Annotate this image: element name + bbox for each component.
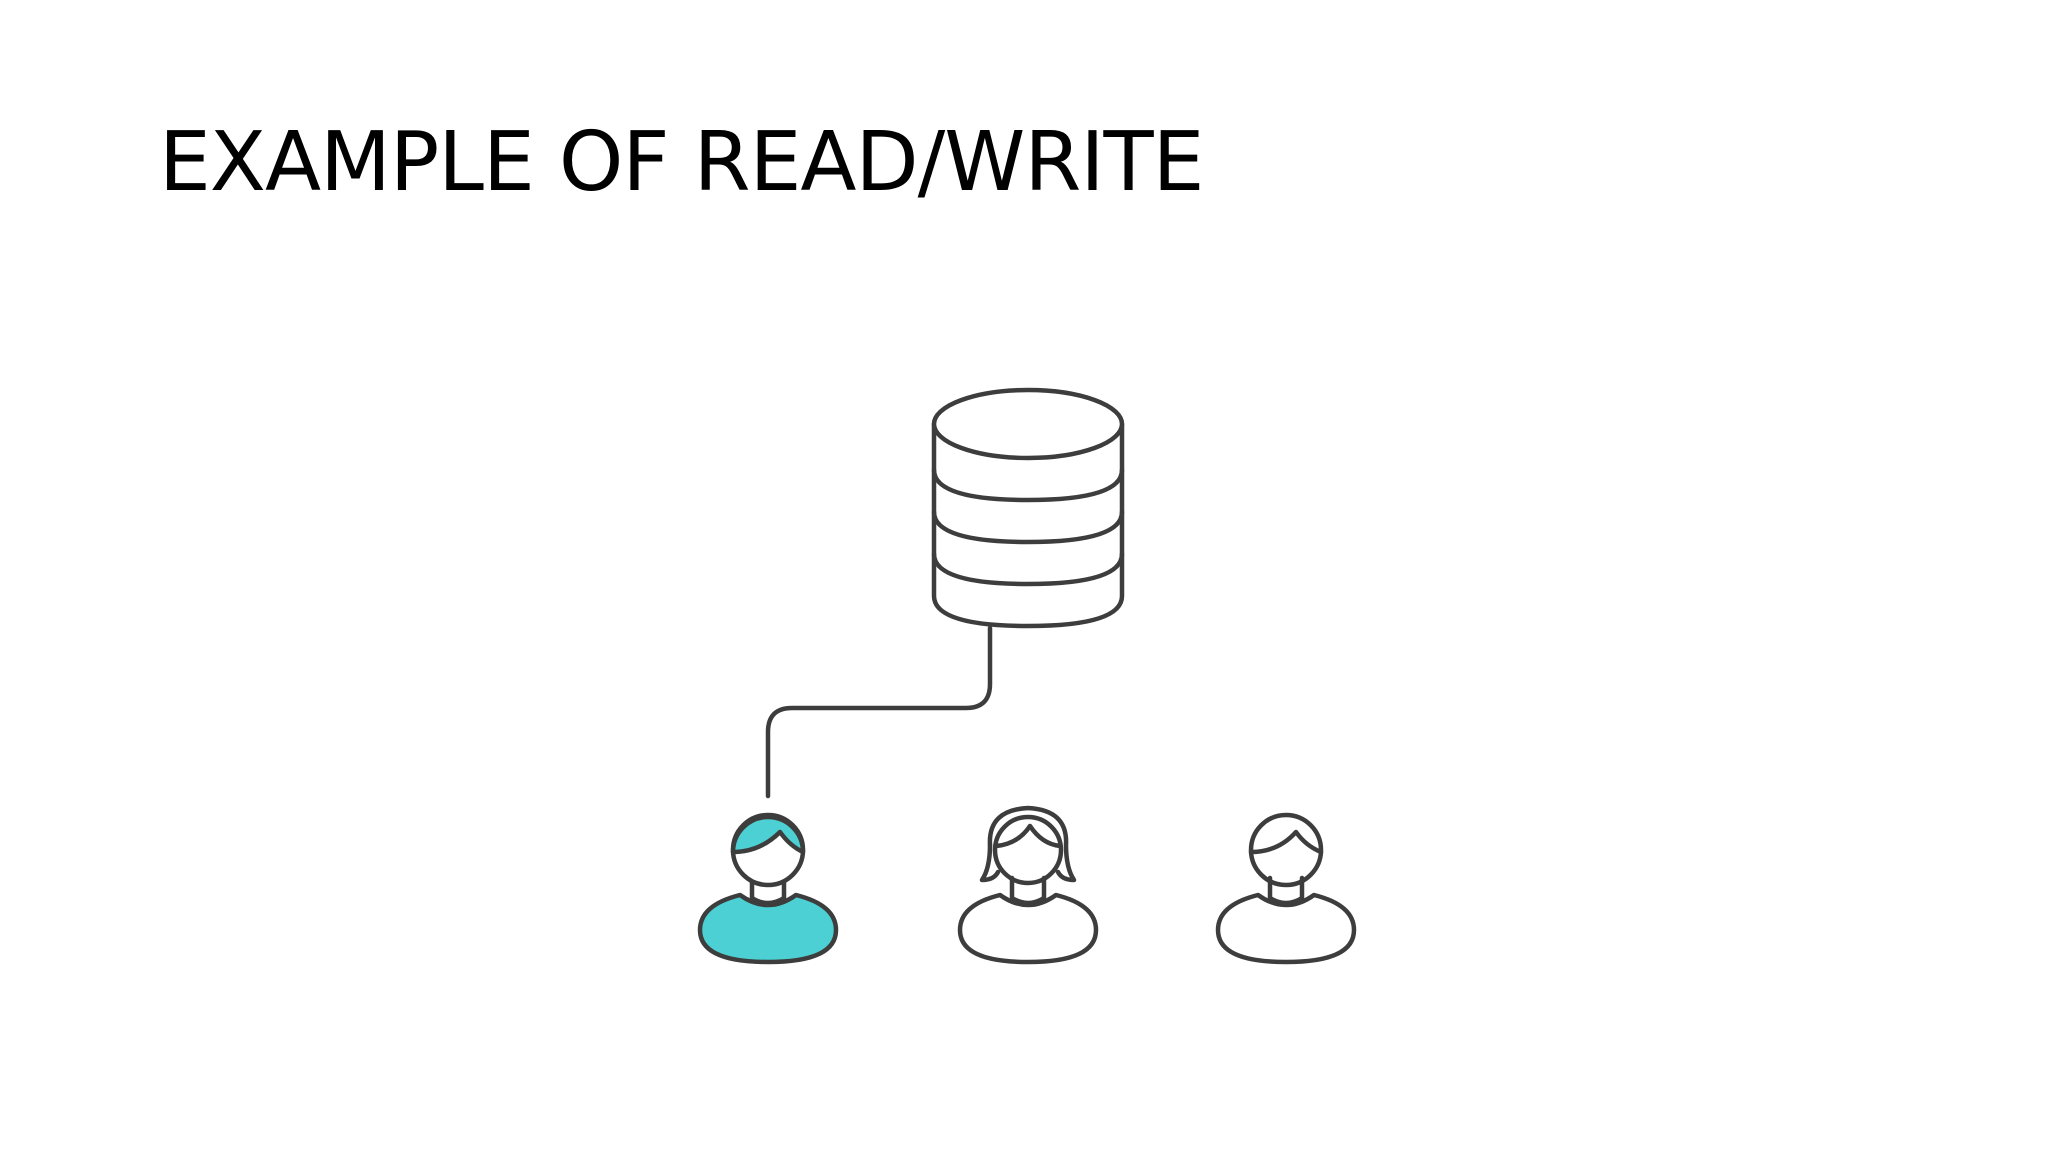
user-icon-highlighted [697, 812, 839, 965]
user-1-body [697, 892, 839, 965]
database-band-2 [931, 509, 1125, 545]
user-3-neck [1267, 875, 1305, 906]
user-1-hair [730, 814, 806, 855]
database-band-1 [931, 467, 1125, 503]
user-icon-female [957, 805, 1099, 965]
user-3-hair [1248, 829, 1324, 855]
user-2-hair [987, 805, 1077, 883]
user-2-neck [1009, 875, 1047, 906]
database-top [931, 387, 1125, 461]
user-icon-male [1215, 812, 1357, 965]
user-3-body [1215, 892, 1357, 965]
user-2-hair-left [979, 842, 1001, 883]
database-band-3 [931, 551, 1125, 587]
slide-title: EXAMPLE OF READ/WRITE [159, 115, 1204, 210]
database-icon [931, 387, 1125, 629]
user-2-head [992, 814, 1064, 886]
user-2-fringe [993, 823, 1063, 849]
user-2-body [957, 892, 1099, 965]
database-body [931, 421, 1125, 629]
connection-line [765, 625, 993, 799]
